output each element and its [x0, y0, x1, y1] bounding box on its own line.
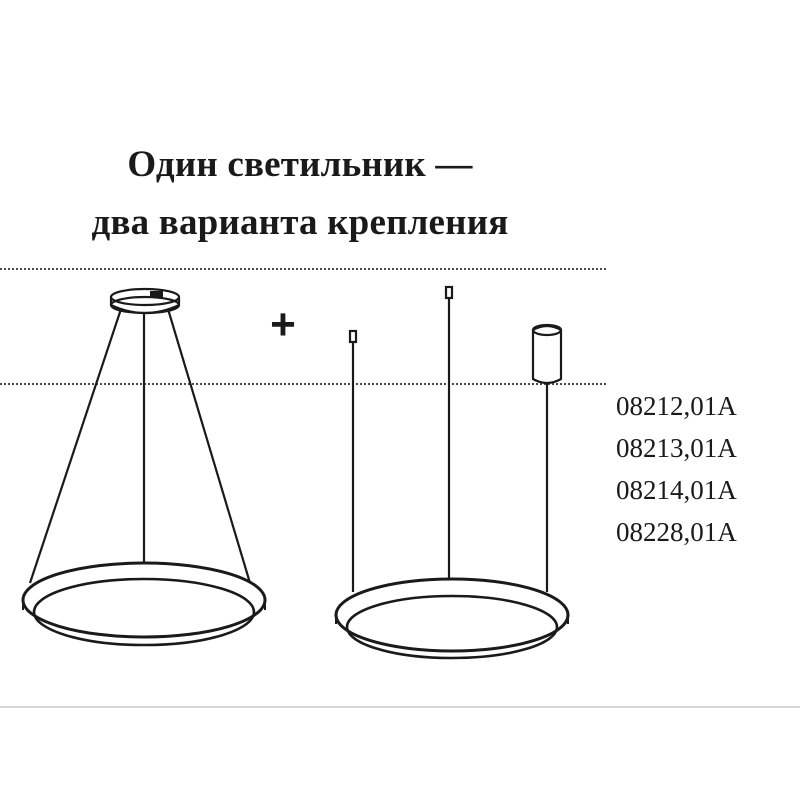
dotted-divider-middle: [0, 383, 606, 385]
rod-mount-lamp-icon: [334, 285, 570, 660]
page-title: Один светильник — два варианта крепления: [0, 136, 600, 252]
model-codes-list: 08212,01A 08213,01A 08214,01A 08228,01A: [616, 385, 737, 553]
dotted-divider-top: [0, 268, 606, 270]
title-line-2: два варианта крепления: [91, 202, 509, 243]
plus-sign: +: [270, 300, 296, 349]
model-code: 08214,01A: [616, 475, 737, 505]
bottom-edge-line: [0, 706, 800, 708]
model-code: 08213,01A: [616, 433, 737, 463]
model-code: 08228,01A: [616, 517, 737, 547]
ceiling-mount-lamp-icon: [21, 287, 267, 647]
title-line-1: Один светильник —: [127, 144, 473, 185]
model-code: 08212,01A: [616, 391, 737, 421]
